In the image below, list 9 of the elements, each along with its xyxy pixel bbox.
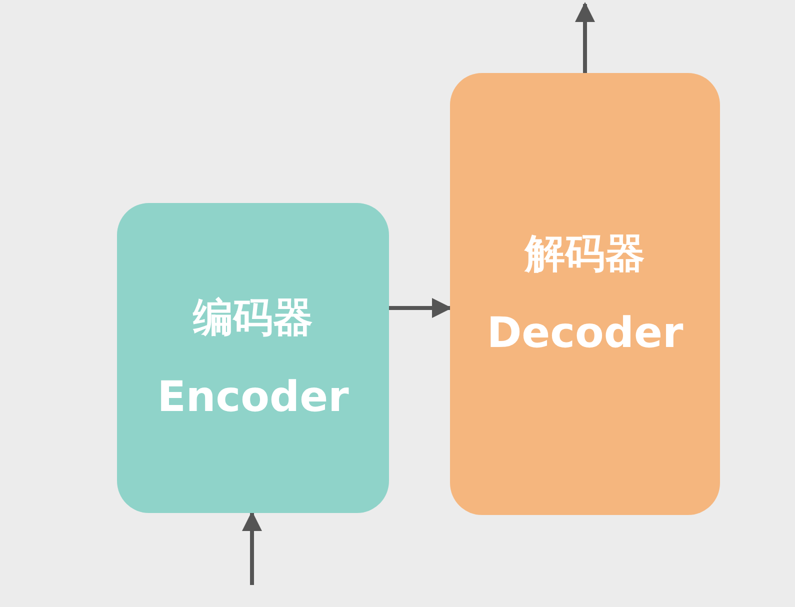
box-title: 解码器 <box>525 232 645 276</box>
rounded-box <box>450 73 720 515</box>
arrow <box>389 298 452 318</box>
arrow <box>575 2 595 73</box>
arrow <box>242 511 262 585</box>
box-label: Decoder <box>486 310 684 356</box>
box-label: Encoder <box>157 374 349 420</box>
box-title: 编码器 <box>193 296 313 340</box>
rounded-box <box>117 203 389 513</box>
